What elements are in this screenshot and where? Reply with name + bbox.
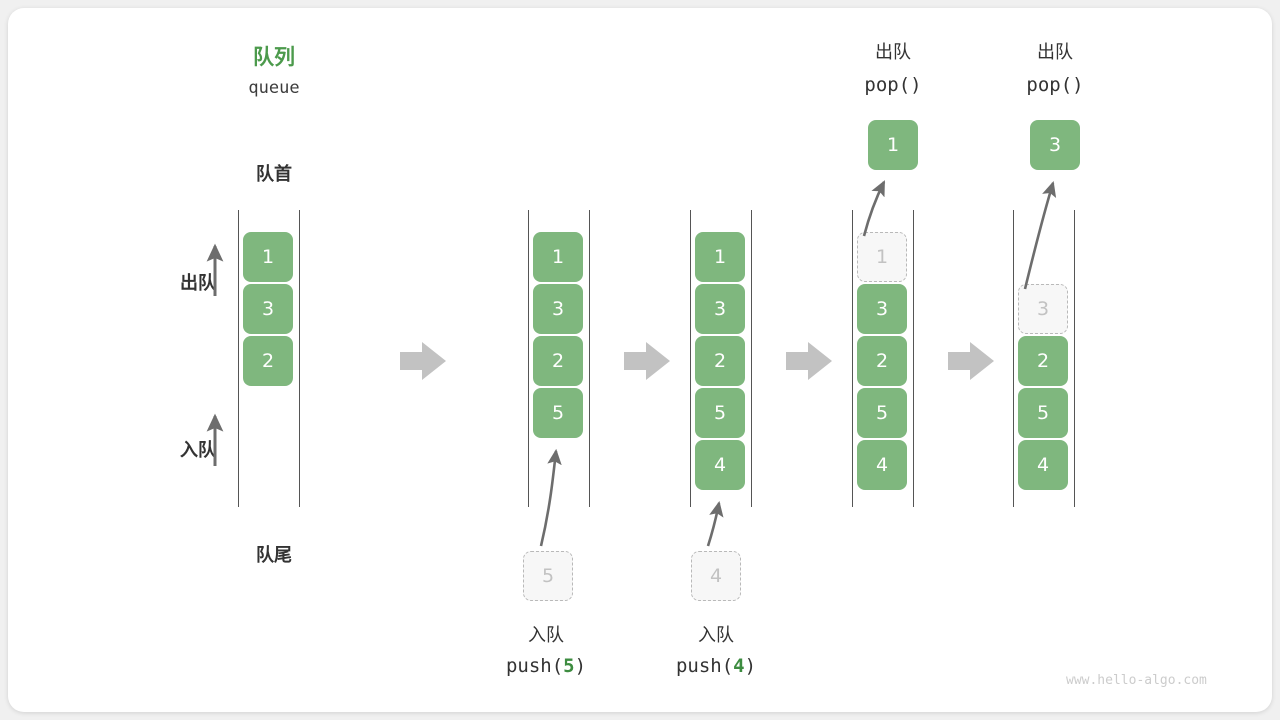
queue-rail-left-4 — [852, 210, 853, 507]
pop-op-cn-1: 出队 — [875, 42, 911, 62]
pop-op-code-2: pop() — [1026, 74, 1084, 96]
transition-arrow — [786, 342, 832, 380]
stage-caption-cn: 入队 — [528, 625, 564, 645]
queue-rail-left-5 — [1013, 210, 1014, 507]
queue-item-new: 4 — [695, 440, 745, 490]
push-arrow-5 — [539, 448, 562, 547]
watermark: www.hello-algo.com — [1066, 673, 1207, 688]
caption-code-value: 5 — [563, 655, 575, 677]
stage-caption-cn: 入队 — [698, 625, 734, 645]
queue-item: 1 — [533, 232, 583, 282]
dequeue-label: 出队 — [180, 273, 216, 293]
queue-item: 1 — [243, 232, 293, 282]
queue-item: 5 — [1018, 388, 1068, 438]
caption-code-prefix: push( — [505, 655, 564, 677]
caption-code-prefix: push( — [675, 655, 734, 677]
queue-rail-left-2 — [528, 210, 529, 507]
diagram-title-en: queue — [248, 78, 300, 98]
ghost-item: 1 — [857, 232, 907, 282]
caption-code-value: 4 — [733, 655, 745, 677]
queue-item: 2 — [243, 336, 293, 386]
queue-rail-right-4 — [913, 210, 914, 507]
queue-item: 5 — [857, 388, 907, 438]
caption-code-suffix: ) — [574, 655, 587, 677]
pop-op-code-1: pop() — [864, 74, 922, 96]
queue-item: 3 — [533, 284, 583, 334]
pop-arrow-1 — [862, 180, 886, 237]
queue-item: 3 — [243, 284, 293, 334]
popped-item: 1 — [868, 120, 918, 170]
queue-item: 1 — [695, 232, 745, 282]
pop-op-cn-2: 出队 — [1037, 42, 1073, 62]
queue-rail-left-3 — [690, 210, 691, 507]
queue-rail-right-1 — [299, 210, 300, 507]
queue-item: 2 — [695, 336, 745, 386]
queue-item: 3 — [857, 284, 907, 334]
ghost-item: 5 — [523, 551, 573, 601]
queue-item: 3 — [695, 284, 745, 334]
queue-item: 5 — [695, 388, 745, 438]
caption-code-suffix: ) — [744, 655, 757, 677]
queue-rail-right-5 — [1074, 210, 1075, 507]
ghost-item: 4 — [691, 551, 741, 601]
queue-item: 2 — [857, 336, 907, 386]
queue-rail-right-3 — [751, 210, 752, 507]
diagram-card: 队列 queue 队首 队尾 出队 入队 1 3 2 1 3 2 5 5 入队 … — [8, 8, 1272, 712]
diagram-stage: 队列 queue 队首 队尾 出队 入队 1 3 2 1 3 2 5 5 入队 … — [8, 8, 1272, 712]
diagram-title-cn: 队列 — [253, 46, 295, 69]
queue-item-new: 5 — [533, 388, 583, 438]
ghost-item: 3 — [1018, 284, 1068, 334]
queue-rail-right-2 — [589, 210, 590, 507]
transition-arrow — [400, 342, 446, 380]
queue-rail-left-1 — [238, 210, 239, 507]
arrows-overlay — [206, 180, 1057, 547]
popped-item: 3 — [1030, 120, 1080, 170]
queue-item: 2 — [533, 336, 583, 386]
stage-caption-code: push(5) — [456, 655, 636, 677]
queue-item: 4 — [1018, 440, 1068, 490]
transition-arrow — [948, 342, 994, 380]
stage-caption-code: push(4) — [626, 655, 806, 677]
transition-arrow — [624, 342, 670, 380]
rear-label: 队尾 — [256, 545, 292, 565]
queue-item: 2 — [1018, 336, 1068, 386]
front-label: 队首 — [256, 164, 292, 184]
pop-arrow-3 — [1023, 181, 1057, 290]
enqueue-label: 入队 — [180, 440, 216, 460]
push-arrow-4 — [706, 500, 724, 547]
queue-item: 4 — [857, 440, 907, 490]
